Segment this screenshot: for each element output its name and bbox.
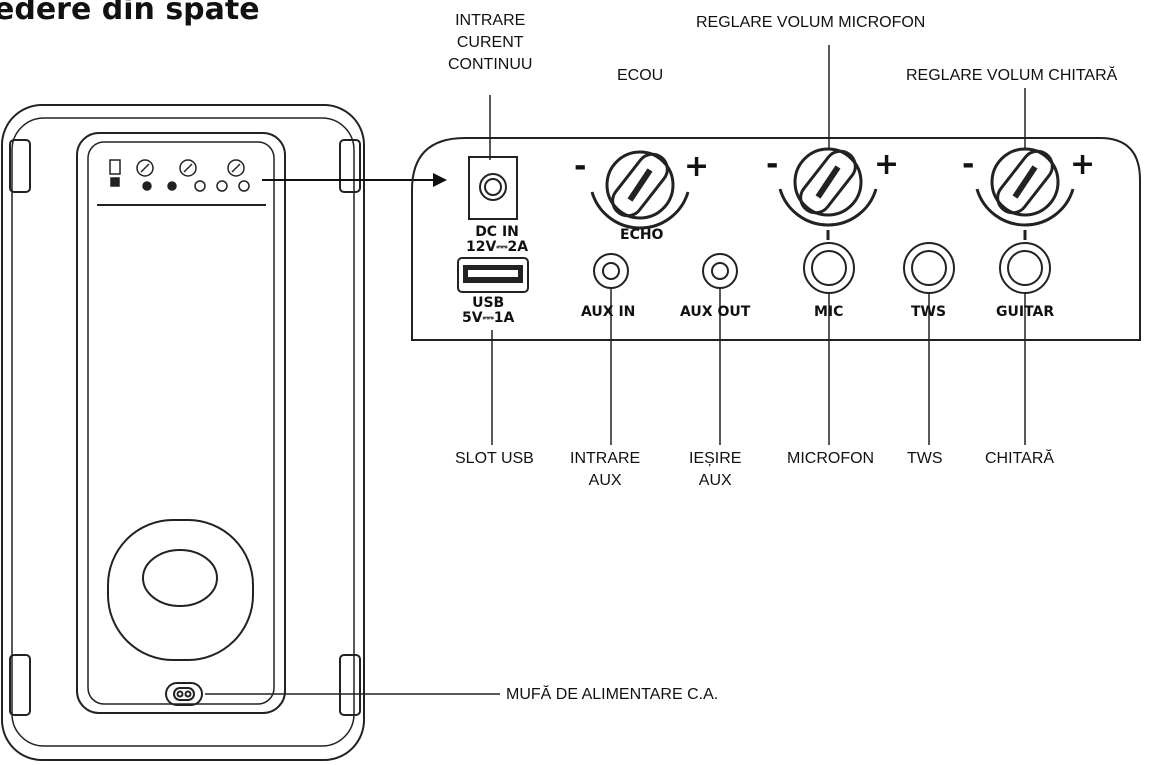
audio-jack-icon — [803, 242, 855, 294]
mic-plus-sign: + — [874, 147, 900, 182]
microphone-callout: MICROFON — [787, 450, 875, 467]
dc-jack-icon — [468, 156, 518, 220]
guitar-callout: CHITARĂ — [985, 450, 1055, 467]
audio-jack-icon — [903, 242, 955, 294]
tws-callout: TWS — [907, 450, 943, 467]
echo-callout: ECOU — [617, 67, 664, 84]
guitar-minus-sign: - — [962, 147, 975, 182]
guitar-volume-callout: REGLARE VOLUM CHITARĂ — [906, 67, 1118, 84]
mic-volume-callout: REGLARE VOLUM MICROFON — [696, 14, 926, 31]
aux-out-label: AUX OUT — [680, 304, 751, 320]
ac-socket-icon — [165, 682, 203, 706]
echo-plus-sign: + — [684, 149, 710, 184]
dc-input-callout: INTRARE CURENT CONTINUU — [448, 12, 533, 73]
control-panel-outline — [411, 137, 1141, 341]
echo-label: ECHO — [620, 227, 664, 243]
leader-lines — [489, 45, 1026, 445]
rotary-knob-icon — [975, 147, 1075, 240]
rotary-knob-icon — [778, 147, 878, 240]
aux-in-label: AUX IN — [581, 304, 636, 320]
ac-socket-callout: MUFĂ DE ALIMENTARE C.A. — [506, 686, 719, 703]
mini-control-panel — [109, 159, 250, 192]
audio-jack-icon — [593, 253, 629, 289]
echo-minus-sign: - — [574, 149, 587, 184]
speaker-body — [1, 104, 365, 761]
mic-label: MIC — [814, 304, 844, 320]
mic-minus-sign: - — [766, 147, 779, 182]
audio-jack-icon — [999, 242, 1051, 294]
guitar-plus-sign: + — [1070, 147, 1096, 182]
audio-jack-icon — [702, 253, 738, 289]
usb-port-icon — [457, 257, 529, 293]
tws-label: TWS — [911, 304, 947, 320]
usb-slot-callout: SLOT USB — [455, 450, 534, 467]
page-title: edere din spate — [0, 0, 260, 27]
rotary-knob-icon — [590, 150, 690, 230]
guitar-label: GUITAR — [996, 304, 1055, 320]
